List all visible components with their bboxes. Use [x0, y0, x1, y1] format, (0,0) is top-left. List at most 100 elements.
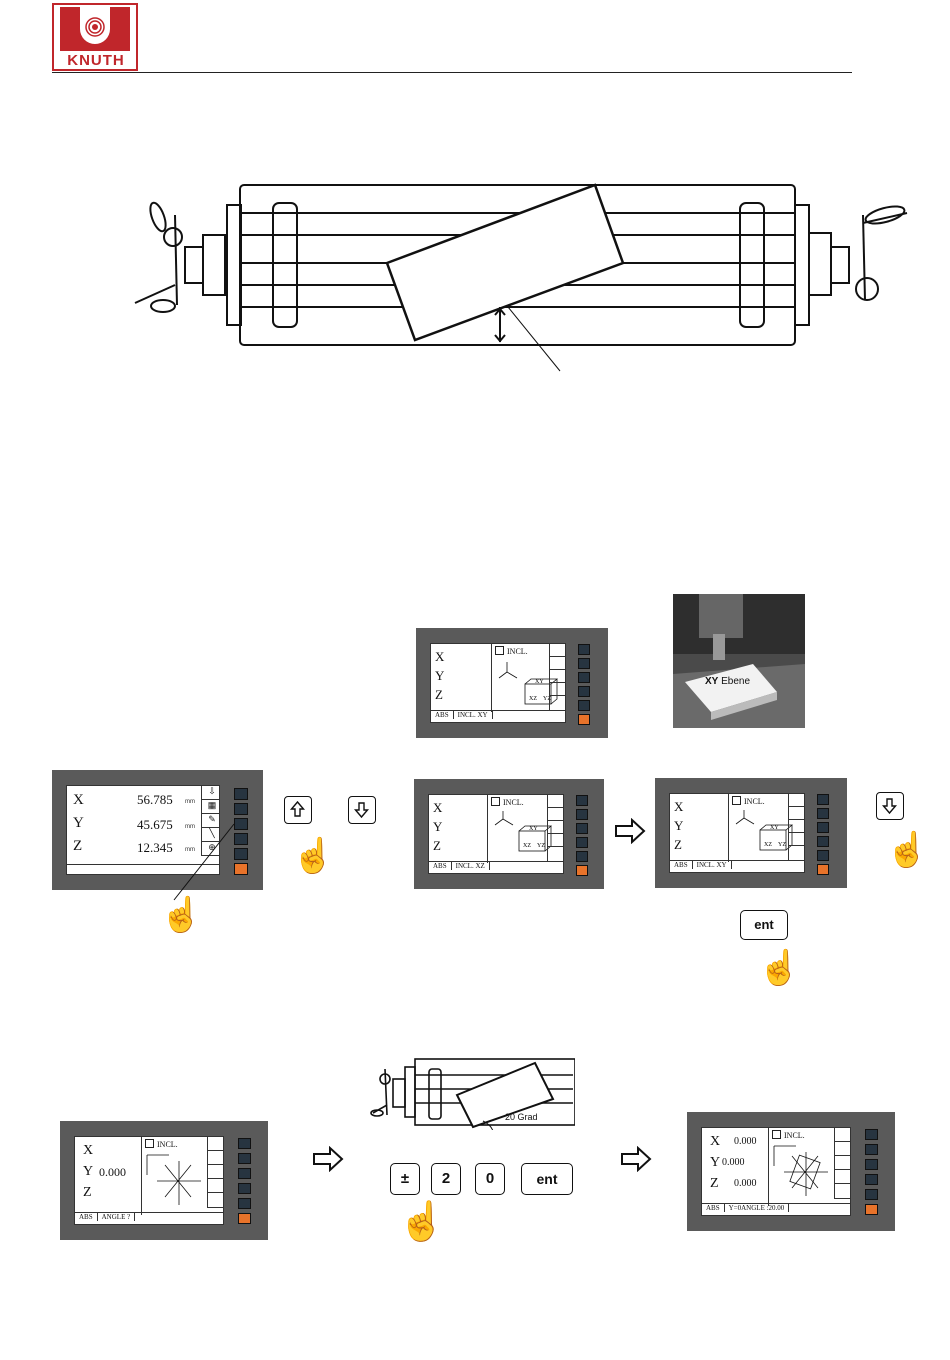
axis-y-label: Y: [435, 668, 444, 684]
softkey-2[interactable]: [817, 808, 829, 819]
header-rule: [52, 72, 852, 73]
incl-plane-diagram: XZ YZ XY: [730, 804, 796, 860]
softkey-4[interactable]: [576, 837, 588, 848]
incl-plane-diagram: XZ YZ XY: [489, 805, 555, 861]
svg-text:XZ: XZ: [764, 842, 772, 848]
softkey-2[interactable]: [865, 1144, 878, 1155]
svg-text:YZ: YZ: [537, 843, 545, 849]
status-bar: ABSANGLE ?: [75, 1212, 223, 1224]
softkey-3[interactable]: [238, 1168, 251, 1179]
right-arrow-icon: [620, 1146, 652, 1177]
softkey-1[interactable]: [238, 1138, 251, 1149]
softkey-orange[interactable]: [238, 1213, 251, 1224]
hand-pointer-icon: ☝: [758, 948, 800, 988]
axis-x-label: X: [433, 800, 442, 816]
softkey-1[interactable]: [865, 1129, 878, 1140]
softkey-orange[interactable]: [578, 714, 590, 725]
x-unit: mm: [185, 799, 195, 805]
svg-text:YZ: YZ: [778, 842, 786, 848]
axis-x-label: X: [73, 792, 84, 809]
svg-text:XY: XY: [529, 826, 538, 832]
softkey-1[interactable]: [234, 788, 248, 800]
axis-z-label: Z: [674, 837, 682, 853]
softkey-3[interactable]: [865, 1159, 878, 1170]
digit-2-key[interactable]: 2: [431, 1163, 461, 1195]
ent-key[interactable]: ent: [521, 1163, 573, 1195]
axis-y-label: Y: [433, 819, 442, 835]
svg-text:XZ: XZ: [529, 696, 537, 702]
softkey-4[interactable]: [865, 1174, 878, 1185]
right-arrow-icon: [312, 1146, 344, 1177]
ent-key[interactable]: ent: [740, 910, 788, 940]
softkey-4[interactable]: [238, 1183, 251, 1194]
axis-x-label: X: [435, 649, 444, 665]
softkey-2[interactable]: [234, 803, 248, 815]
softkey-5[interactable]: [576, 851, 588, 862]
axis-z-label: Z: [710, 1176, 719, 1192]
hand-pointer-icon: ☝: [398, 1200, 445, 1244]
right-arrow-icon: [614, 818, 646, 849]
dro-panel-angle: X Y 0.000 Z INCL. ABSANGLE ?: [60, 1121, 268, 1240]
softkey-5[interactable]: [238, 1198, 251, 1209]
arrow-down-icon: ⇩: [202, 786, 220, 800]
machine-table-sketch: [115, 175, 920, 375]
softkey-orange[interactable]: [576, 865, 588, 876]
incl-title: INCL.: [772, 1130, 805, 1140]
axis-z-label: Z: [435, 687, 443, 703]
softkey-5[interactable]: [578, 700, 590, 711]
arrow-up-key[interactable]: [284, 796, 312, 824]
machine-photo: XY Ebene: [673, 594, 805, 728]
svg-text:XZ: XZ: [523, 843, 531, 849]
softkey-2[interactable]: [578, 658, 590, 669]
softkey-1[interactable]: [576, 795, 588, 806]
plus-minus-key[interactable]: ±: [390, 1163, 420, 1195]
digit-0-key[interactable]: 0: [475, 1163, 505, 1195]
axis-x-label: X: [710, 1134, 720, 1150]
axis-y-label: Y: [83, 1164, 93, 1180]
svg-text:XY: XY: [770, 825, 779, 831]
xy-plane-label: XY Ebene: [705, 676, 750, 687]
y-value: 0.000: [722, 1157, 745, 1168]
softkey-5[interactable]: [817, 850, 829, 861]
dro-screen: X Y 0.000 Z INCL. ABSANGLE ?: [74, 1136, 224, 1225]
axis-z-label: Z: [83, 1185, 92, 1201]
axis-y-label: Y: [674, 818, 683, 834]
axis-x-label: X: [83, 1143, 93, 1159]
axis-x-label: X: [674, 799, 683, 815]
softkey-3[interactable]: [578, 672, 590, 683]
softkey-orange[interactable]: [817, 864, 829, 875]
softkey-3[interactable]: [817, 822, 829, 833]
logo-text: KNUTH: [55, 52, 137, 69]
softkey-orange[interactable]: [865, 1204, 878, 1215]
softkey-2[interactable]: [576, 809, 588, 820]
dro-panel-incl-xy-top: X Y Z INCL. XZYZXY ABSINCL. XY: [416, 628, 608, 738]
small-table-sketch: 20 Grad: [365, 1055, 575, 1130]
axis-z-label: Z: [73, 838, 82, 855]
softkey-2[interactable]: [238, 1153, 251, 1164]
incl-title: INCL.: [145, 1139, 178, 1149]
arrow-down-key[interactable]: [348, 796, 376, 824]
hand-pointer-icon: ☝: [886, 830, 928, 870]
softkey-4[interactable]: [578, 686, 590, 697]
z-value: 0.000: [734, 1178, 757, 1189]
arrow-down-key[interactable]: [876, 792, 904, 820]
softkey-1[interactable]: [817, 794, 829, 805]
hand-pointer-icon: ☝: [292, 836, 334, 876]
softkey-4[interactable]: [817, 836, 829, 847]
angle-label: 20 Grad: [505, 1112, 538, 1122]
x-value: 56.785: [137, 792, 173, 808]
softkey-3[interactable]: [576, 823, 588, 834]
softkey-5[interactable]: [865, 1189, 878, 1200]
softkey-1[interactable]: [578, 644, 590, 655]
axis-z-label: Z: [433, 838, 441, 854]
svg-text:XY: XY: [535, 679, 544, 685]
axis-y-label: Y: [710, 1155, 720, 1171]
